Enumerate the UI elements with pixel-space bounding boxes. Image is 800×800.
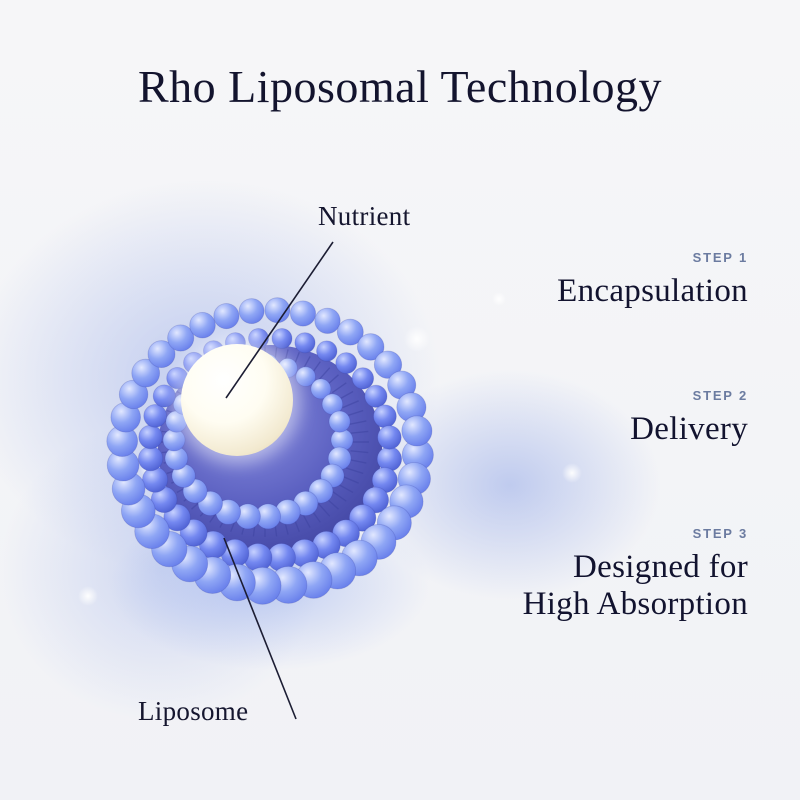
sparkle-dot	[78, 586, 98, 606]
step-item: STEP 2 Delivery	[523, 388, 748, 448]
step-title: Delivery	[630, 410, 748, 447]
sparkle-dot	[492, 292, 506, 306]
steps-list: STEP 1 Encapsulation STEP 2 Delivery STE…	[523, 250, 748, 623]
sparkle-dot	[562, 463, 582, 483]
step-number: STEP 1	[692, 250, 748, 265]
liposome-graphic	[106, 297, 434, 605]
nutrient-label: Nutrient	[318, 201, 411, 231]
sparkle-dot	[404, 326, 430, 352]
step-number: STEP 2	[692, 387, 748, 403]
step-title: Designed for High Absorption	[522, 548, 748, 622]
step-number: STEP 3	[692, 525, 748, 541]
page-title: Rho Liposomal Technology	[137, 61, 663, 112]
liposome-illustration	[40, 210, 500, 680]
liposome-label: Liposome	[138, 696, 249, 726]
step-item: STEP 3 Designed for High Absorption	[523, 526, 748, 623]
step-item: STEP 1 Encapsulation	[523, 250, 748, 310]
step-title: Encapsulation	[557, 273, 748, 309]
